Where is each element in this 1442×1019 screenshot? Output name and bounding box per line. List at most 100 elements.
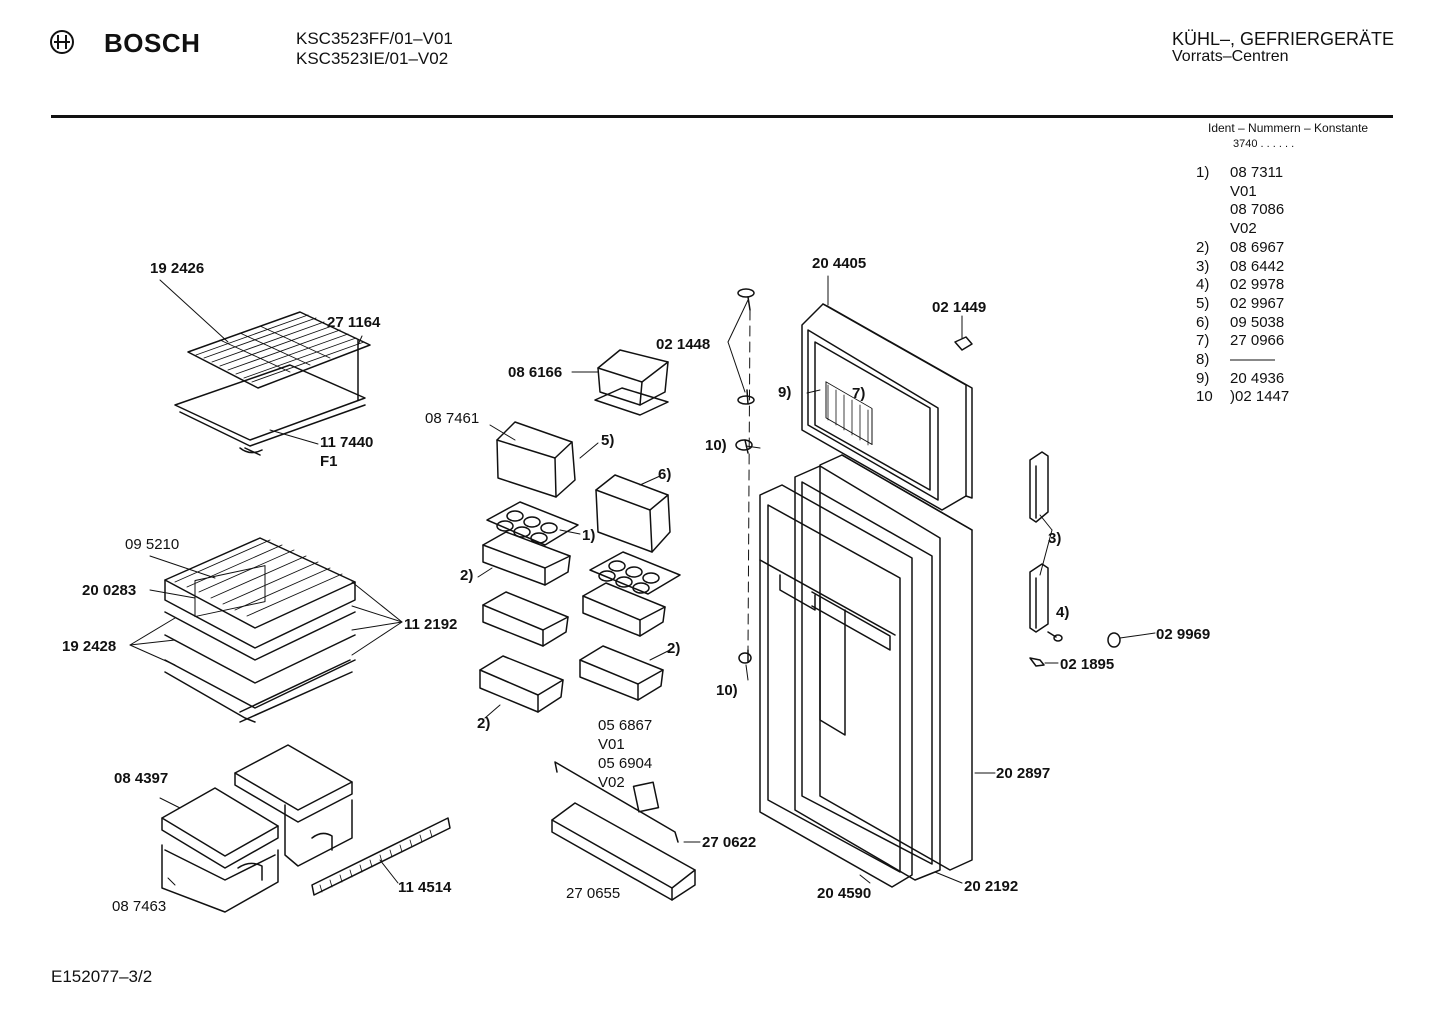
parts-row: 3) 08 6442 <box>1196 258 1289 277</box>
callout-086166: 08 6166 <box>508 364 563 381</box>
parts-key: 2) <box>1196 238 1210 256</box>
callout-2c: 2) <box>477 715 491 732</box>
small-tray-2a <box>482 531 571 586</box>
small-tray-2e <box>579 645 664 701</box>
leader-lines <box>129 275 1156 886</box>
callout-021448: 02 1448 <box>656 336 711 353</box>
callout-087461: 08 7461 <box>425 410 480 427</box>
parts-value: V02 <box>1230 220 1257 238</box>
crisper-drawer-back <box>234 744 353 867</box>
parts-row: 1)08 7311 <box>1196 164 1289 183</box>
parts-row: 6)09 5038 <box>1196 314 1289 333</box>
callout-029969: 02 9969 <box>1156 626 1211 643</box>
brand-name: BOSCH <box>104 28 201 58</box>
diagram-code: E152077–3/2 <box>51 967 153 986</box>
callout-4: 4) <box>1056 604 1070 621</box>
model-number-2: KSC3523IE/01–V02 <box>296 49 449 68</box>
callout-270622: 27 0622 <box>702 834 757 851</box>
parts-key: 6) <box>1196 313 1210 331</box>
parts-row: 8) ——— <box>1196 351 1289 370</box>
callout-9: 9) <box>778 384 792 401</box>
cap-029969 <box>1107 632 1121 648</box>
screw-4 <box>1047 631 1063 642</box>
callout-056867: 05 6867 <box>598 717 653 734</box>
parts-row: 9) 20 4936 <box>1196 370 1289 389</box>
parts-row: 5) 02 9967 <box>1196 295 1289 314</box>
parts-row: V02 <box>1196 220 1289 239</box>
callout-056904: 05 6904 <box>598 755 653 772</box>
callout-204405: 20 4405 <box>812 255 867 272</box>
callout-3: 3) <box>1048 530 1062 547</box>
callout-200283: 20 0283 <box>82 582 137 599</box>
callout-271164: 27 1164 <box>327 314 381 331</box>
parts-value: ——— <box>1230 351 1275 369</box>
outer-door <box>819 454 973 871</box>
category-title: KÜHL–, GEFRIERGERÄTE <box>1172 29 1395 49</box>
bosch-logo-icon <box>50 30 74 54</box>
parts-value: 27 0966 <box>1230 332 1285 350</box>
callout-6: 6) <box>658 466 672 483</box>
parts-key: 1) <box>1196 164 1210 181</box>
screw-021895 <box>1029 657 1045 667</box>
parts-value: 02 9978 <box>1230 276 1285 294</box>
parts-key: 7) <box>1196 332 1210 350</box>
parts-value: 20 4936 <box>1230 369 1285 387</box>
parts-row: 7) 27 0966 <box>1196 332 1289 351</box>
egg-tray-right <box>589 551 681 595</box>
callout-202192: 20 2192 <box>964 878 1019 895</box>
callout-112192: 11 2192 <box>404 616 458 633</box>
parts-key: 9) <box>1196 369 1210 387</box>
callout-021895: 02 1895 <box>1060 656 1115 673</box>
callout-021449: 02 1449 <box>932 299 987 316</box>
callout-192426: 19 2426 <box>150 260 205 277</box>
callout-087463: 08 7463 <box>112 898 167 915</box>
callout-V02: V02 <box>598 774 625 791</box>
model-number-1: KSC3523FF/01–V01 <box>296 29 453 48</box>
hinge-parts <box>727 288 755 664</box>
parts-value: 08 6442 <box>1230 257 1285 275</box>
parts-value: 02 9967 <box>1230 294 1285 312</box>
parts-value: 08 7086 <box>1230 201 1285 219</box>
callout-2b: 2) <box>667 640 681 657</box>
divider-strip-114514 <box>311 817 451 896</box>
callout-202897: 20 2897 <box>996 765 1051 782</box>
bottle-rack <box>551 761 696 901</box>
header-divider <box>51 115 1393 118</box>
parts-key: 3) <box>1196 257 1210 275</box>
parts-key: 8) <box>1196 351 1210 369</box>
callout-117440: 11 7440 <box>320 434 374 451</box>
parts-row: 10 )02 1447 <box>1196 388 1289 407</box>
parts-key: 5) <box>1196 294 1210 312</box>
fridge-door-liner <box>759 484 913 888</box>
callout-2a: 2) <box>460 567 474 584</box>
callout-095210: 09 5210 <box>125 536 180 553</box>
door-gasket <box>794 465 941 881</box>
shelf-frame-117440 <box>174 339 366 456</box>
butter-compartment <box>594 349 669 416</box>
callout-192428: 19 2428 <box>62 638 117 655</box>
callout-5: 5) <box>601 432 615 449</box>
parts-row: 4)02 9978 <box>1196 276 1289 295</box>
parts-value: V01 <box>1230 182 1257 200</box>
callout-10a: 10) <box>705 437 727 454</box>
hinge-bracket-upper <box>1029 451 1049 523</box>
parts-value: )02 1447 <box>1230 388 1290 406</box>
callout-204590: 20 4590 <box>817 885 872 902</box>
callout-10b: 10) <box>716 682 738 699</box>
parts-list: 1)08 7311 V01 08 7086 V02 2) 08 6967 3) 08… <box>1196 164 1289 407</box>
callout-7: 7) <box>852 385 866 402</box>
stopper-021449 <box>954 336 973 351</box>
parts-row: 2) 08 6967 <box>1196 239 1289 258</box>
callout-270655: 27 0655 <box>566 885 621 902</box>
parts-row: 08 7086 <box>1196 201 1289 220</box>
small-tray-2b <box>482 591 569 647</box>
callout-F1: F1 <box>320 453 338 470</box>
crisper-drawer-front <box>161 787 279 913</box>
hinge-bracket-lower <box>1029 563 1049 633</box>
parts-key: 10 <box>1196 388 1213 406</box>
parts-value: 08 6967 <box>1230 238 1285 256</box>
freezer-door <box>801 303 973 511</box>
wire-shelf-stack <box>164 537 356 723</box>
callout-114514: 11 4514 <box>398 879 452 896</box>
parts-row: V01 <box>1196 183 1289 202</box>
